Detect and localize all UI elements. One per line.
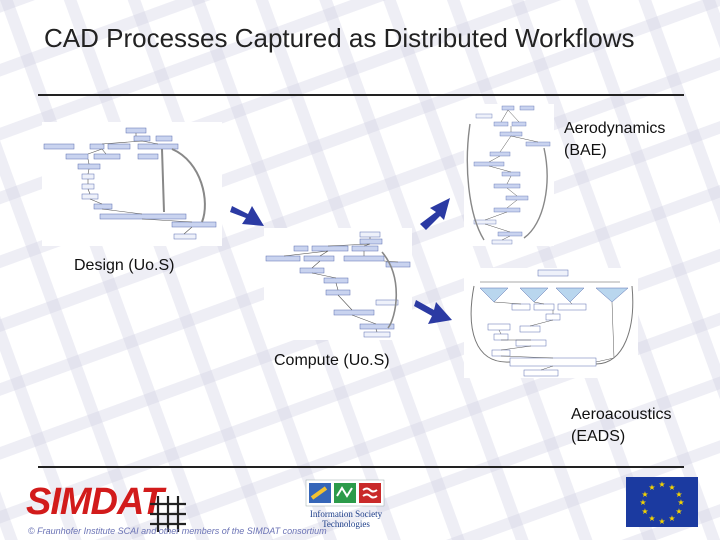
svg-text:★: ★ — [641, 507, 648, 516]
copyright-notice: © Fraunhofer Institute SCAI and other me… — [28, 526, 327, 536]
simdat-grid-icon — [150, 496, 186, 532]
aeroacoustics-workflow-diagram — [464, 268, 638, 378]
footer-rule — [38, 466, 684, 468]
arrow-compute-to-aerodynamics-icon — [420, 198, 450, 230]
label-compute: Compute (Uo.S) — [274, 352, 390, 369]
label-aeroacoustics: Aeroacoustics (EADS) — [571, 406, 672, 445]
title-underline — [38, 94, 684, 96]
svg-text:★: ★ — [675, 490, 682, 499]
arrow-compute-to-aeroacoustics-icon — [414, 300, 452, 324]
svg-text:★: ★ — [658, 480, 665, 489]
label-design: Design (Uo.S) — [74, 257, 175, 274]
simdat-logo: SIMDAT — [26, 481, 164, 523]
svg-text:★: ★ — [648, 514, 655, 523]
aerodynamics-workflow-diagram — [464, 104, 554, 246]
svg-text:★: ★ — [677, 498, 684, 507]
ist-logo-text: Information Society Technologies — [309, 509, 383, 529]
label-aerodynamics: Aerodynamics (BAE) — [564, 120, 666, 159]
design-workflow-diagram — [42, 122, 222, 246]
svg-text:★: ★ — [668, 483, 675, 492]
arrow-design-to-compute-icon — [230, 206, 264, 226]
svg-text:★: ★ — [658, 517, 665, 526]
svg-text:★: ★ — [639, 498, 646, 507]
svg-text:★: ★ — [668, 514, 675, 523]
svg-text:★: ★ — [641, 490, 648, 499]
svg-text:★: ★ — [648, 483, 655, 492]
svg-text:★: ★ — [675, 507, 682, 516]
slide-title: CAD Processes Captured as Distributed Wo… — [44, 23, 635, 53]
ist-logo: Information Society Technologies — [292, 478, 400, 529]
compute-workflow-diagram — [264, 228, 412, 340]
eu-flag-logo: ★ ★ ★ ★ ★ ★ ★ ★ ★ ★ ★ ★ — [626, 477, 698, 527]
eu-stars-icon: ★ ★ ★ ★ ★ ★ ★ ★ ★ ★ ★ ★ — [639, 480, 684, 526]
